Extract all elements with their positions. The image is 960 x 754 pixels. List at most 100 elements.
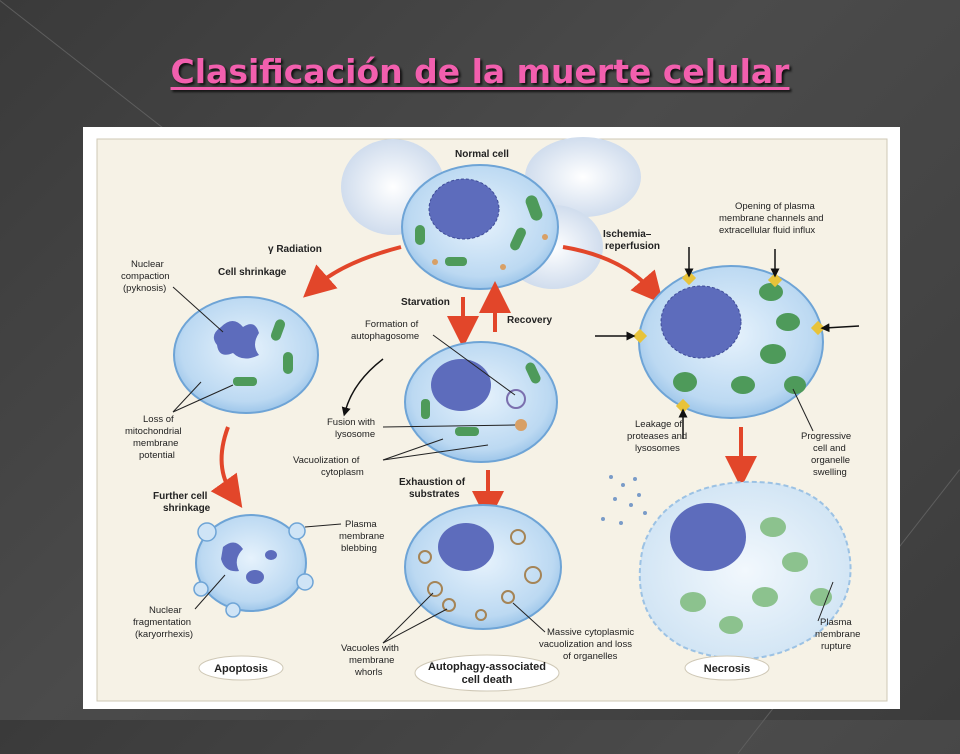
- cell-death-diagram: Normal cell γ Radiation Cell shrinkage S…: [96, 137, 888, 702]
- leader-line: [382, 592, 434, 644]
- blebbing-label: blebbing: [341, 543, 377, 554]
- arrow-fusion: [341, 358, 384, 417]
- further-shrinkage-label: Further cell: [153, 491, 208, 502]
- mitochondrion: [445, 257, 467, 266]
- nuclear-compaction-label: compaction: [121, 271, 170, 282]
- fragmentation-label: Nuclear: [149, 605, 182, 616]
- autophagosome-label: Formation of: [365, 319, 419, 330]
- autophagosome-label: autophagosome: [351, 331, 419, 342]
- nucleus: [660, 285, 742, 359]
- mitochondrion: [270, 319, 286, 341]
- swollen-mitochondrion: [760, 517, 786, 537]
- swelling-label: swelling: [813, 467, 847, 478]
- mito-loss-label: mitochondrial: [125, 426, 182, 437]
- nuclear-fragment: [221, 542, 243, 572]
- mitochondrion: [525, 362, 541, 384]
- swollen-mitochondrion: [680, 592, 706, 612]
- starvation-label: Starvation: [401, 297, 450, 308]
- massive-vacuolization-label: Massive cytoplasmic: [547, 627, 634, 638]
- apoptotic-cell: [193, 514, 314, 618]
- rupture-label: rupture: [821, 641, 851, 652]
- nucleus: [431, 359, 491, 411]
- leader-line: [792, 388, 814, 432]
- massive-vacuolization-label: vacuolization and loss: [539, 639, 632, 650]
- vacuoles-label: membrane: [349, 655, 394, 666]
- leader-line: [172, 384, 234, 413]
- leader-line: [382, 444, 489, 461]
- nuclear-compaction-label: Nuclear: [131, 259, 164, 270]
- vacuolization-label: cytoplasm: [321, 467, 364, 478]
- fragmentation-label: (karyorrhexis): [135, 629, 193, 640]
- lysosome: [515, 419, 527, 431]
- vacuolization-label: Vacuolization of: [293, 455, 360, 466]
- mitochondrion: [784, 376, 806, 394]
- membrane-channel: [632, 328, 648, 344]
- mitochondrion: [673, 372, 697, 392]
- leader-line: [382, 438, 444, 461]
- mitochondrion: [510, 227, 526, 251]
- autophagosome: [506, 389, 526, 409]
- mitochondrion: [760, 344, 786, 364]
- blebbing-label: membrane: [339, 531, 384, 542]
- mitochondrion: [415, 225, 425, 245]
- massive-vacuolization-label: of organelles: [563, 651, 618, 662]
- recovery-label: Recovery: [507, 315, 552, 326]
- mitochondrion: [421, 399, 430, 419]
- nuclear-fragment: [246, 570, 264, 584]
- channel-opening-label: Opening of plasma: [735, 201, 815, 212]
- fusion-label: lysosome: [335, 429, 375, 440]
- arrow-to-apoptosis: [303, 245, 402, 298]
- cell-death-figure: Normal cell γ Radiation Cell shrinkage S…: [83, 127, 900, 709]
- reperfusion-label: reperfusion: [605, 241, 660, 252]
- background-cell: [525, 137, 641, 217]
- nuclear-compaction-label: (pyknosis): [123, 283, 166, 294]
- arrow-to-necrosis: [562, 245, 664, 305]
- normal-cell: [401, 164, 559, 290]
- leader-line: [432, 334, 516, 396]
- mitochondrion: [283, 352, 293, 374]
- autophagy-caption: Autophagy-associated: [428, 661, 546, 673]
- swollen-mitochondrion: [782, 552, 808, 572]
- slide-title: Clasificación de la muerte celular: [170, 52, 790, 91]
- swollen-mitochondrion: [752, 587, 778, 607]
- leader-line: [382, 608, 448, 644]
- influx-arrow: [820, 323, 860, 333]
- swelling-label: cell and: [813, 443, 846, 454]
- rupture-label: Plasma: [820, 617, 852, 628]
- fragmentation-label: fragmentation: [133, 617, 191, 628]
- apoptosis-caption: Apoptosis: [214, 663, 268, 675]
- gamma-radiation-label: γ Radiation: [268, 244, 322, 255]
- mito-loss-label: potential: [139, 450, 175, 461]
- swelling-label: organelle: [811, 455, 850, 466]
- shrinking-cell: [173, 296, 319, 414]
- necrosis-caption: Necrosis: [704, 663, 750, 675]
- necrotic-cell: [638, 480, 852, 660]
- arrow-further-shrinkage: [210, 426, 243, 509]
- leakage-label: Leakage of: [635, 419, 682, 430]
- caption-bubble: [198, 655, 284, 681]
- cell-shrinkage-label: Cell shrinkage: [218, 267, 287, 278]
- leader-line: [172, 286, 224, 333]
- vacuoles-label: Vacuoles with: [341, 643, 399, 654]
- leaked-particles: [601, 475, 647, 525]
- leader-line: [382, 424, 516, 428]
- mito-loss-label: Loss of: [143, 414, 174, 425]
- leakage-label: lysosomes: [635, 443, 680, 454]
- mitochondrion: [525, 195, 543, 221]
- nuclear-fragment: [265, 550, 277, 560]
- exhaustion-label: Exhaustion of: [399, 477, 466, 488]
- swelling-label: Progressive: [801, 431, 851, 442]
- mitochondrion: [759, 283, 783, 301]
- leader-line: [172, 381, 202, 413]
- nucleus: [670, 503, 746, 571]
- caption-bubble: [414, 654, 560, 692]
- pyknotic-nucleus: [213, 321, 259, 359]
- channel-opening-label: extracellular fluid influx: [719, 225, 815, 236]
- caption-bubble: [684, 655, 770, 681]
- mitochondrion: [776, 313, 800, 331]
- nucleus: [438, 523, 494, 571]
- normal-cell-label: Normal cell: [455, 149, 509, 160]
- mitochondrion: [233, 377, 257, 386]
- ischemia-label: Ischemia–: [603, 229, 652, 240]
- blebbing-label: Plasma: [345, 519, 377, 530]
